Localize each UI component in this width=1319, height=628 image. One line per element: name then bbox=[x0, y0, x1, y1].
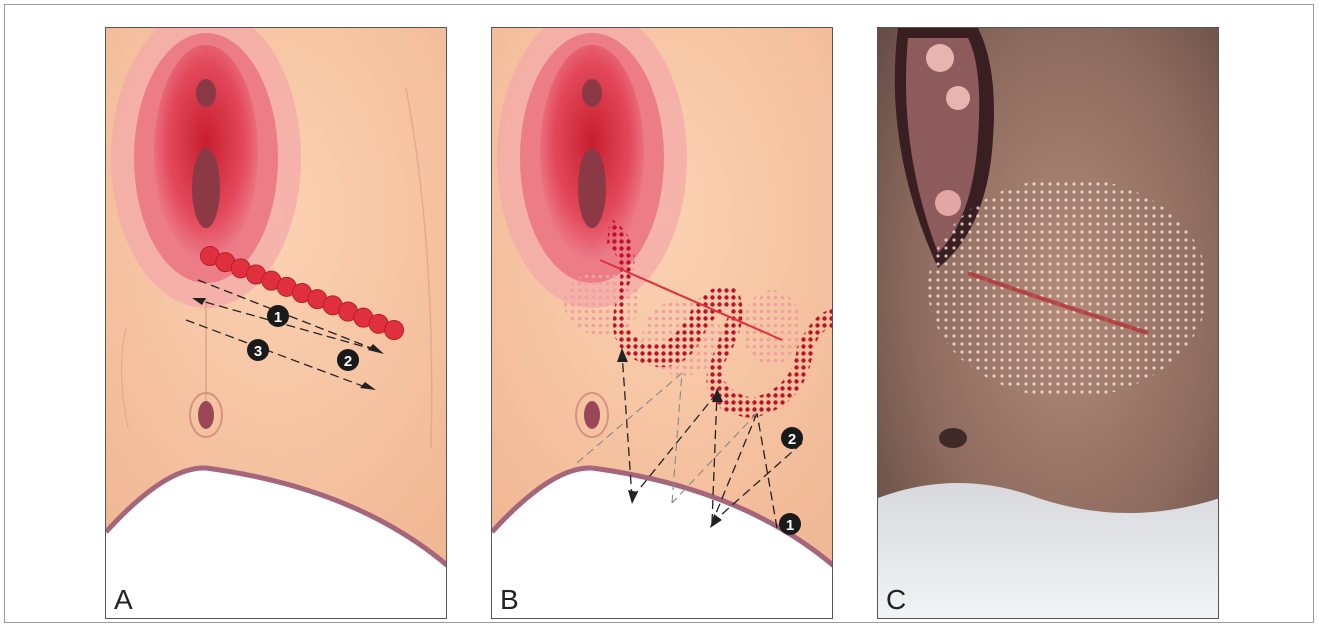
step-number-2: 2 bbox=[344, 353, 352, 370]
panel-c: C bbox=[877, 27, 1219, 619]
photo-laser-spots bbox=[928, 178, 1208, 398]
step-number-2: 2 bbox=[788, 431, 796, 448]
panel-b-illustration: 2 1 bbox=[492, 28, 833, 619]
anus bbox=[584, 401, 600, 429]
panel-a-illustration: 1 2 3 bbox=[106, 28, 447, 619]
step-number-1: 1 bbox=[786, 517, 794, 534]
urethral-opening bbox=[582, 79, 602, 107]
step-number-1: 1 bbox=[274, 309, 282, 326]
panel-b: 2 1 B bbox=[491, 27, 833, 619]
panel-a: 1 2 3 A bbox=[105, 27, 447, 619]
panel-label-a: A bbox=[114, 586, 133, 614]
photo-anus bbox=[939, 428, 967, 448]
anus bbox=[198, 401, 214, 429]
figure-frame: 1 2 3 A bbox=[4, 4, 1314, 623]
panel-label-c: C bbox=[886, 586, 906, 614]
laser-dot bbox=[385, 321, 404, 340]
panel-c-clinical-photo bbox=[878, 28, 1219, 619]
vaginal-opening bbox=[192, 148, 220, 228]
vaginal-opening bbox=[578, 148, 606, 228]
step-number-3: 3 bbox=[254, 343, 262, 360]
urethral-opening bbox=[196, 79, 216, 107]
panel-label-b: B bbox=[500, 586, 519, 614]
